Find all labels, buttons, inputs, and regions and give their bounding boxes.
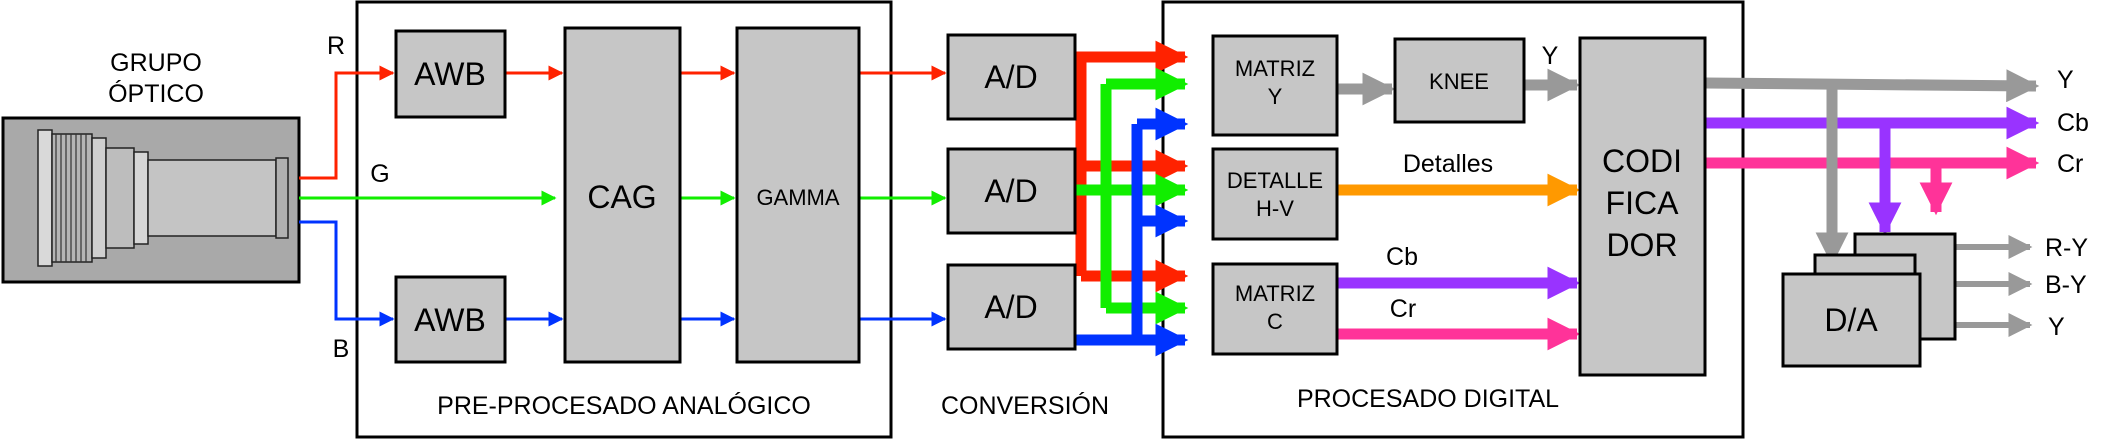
ad-b-block [946,263,1077,351]
ad-r-block [946,33,1077,121]
awb-b-block [394,275,507,364]
matriz-y-label-line2: Y [1268,84,1283,109]
awb-r-label: AWB [414,56,486,92]
ad-b-label: A/D [984,289,1037,325]
matriz-y-label-line1: MATRIZ [1235,56,1315,81]
output-y-label: Y [2057,66,2074,94]
ad-r-label: A/D [984,59,1037,95]
digital-section-label: PROCESADO DIGITAL [1297,385,1559,413]
detalle-block [1211,147,1339,241]
da-y-label: Y [2048,313,2065,341]
detalles-signal-label: Detalles [1403,150,1493,178]
ad-g-label: A/D [984,173,1037,209]
preprocess-section-label: PRE-PROCESADO ANALÓGICO [437,391,811,420]
matriz-c-label-line1: MATRIZ [1235,281,1315,306]
knee-label: KNEE [1429,69,1489,94]
green-digital-bus [1075,67,1189,325]
cag-label: CAG [587,179,656,215]
codificador-label-line2: FICA [1606,185,1680,221]
channel-label-g: G [370,160,389,188]
output-y-line [1704,69,2040,103]
da-by-label: B-Y [2045,271,2087,299]
camera-lens-image [1,116,301,284]
output-cb-label: Cb [2057,109,2089,137]
codificador-block [1578,36,1707,377]
red-digital-bus [1075,40,1189,293]
knee-block [1393,37,1526,124]
matriz-c-label-line2: C [1267,309,1283,334]
da-block-front [1781,272,1922,368]
da-ry-label: R-Y [2045,234,2088,262]
blue-digital-bus [1075,107,1189,357]
cag-block [563,26,682,364]
optical-group-label-line1: GRUPO [110,49,202,77]
gamma-label: GAMMA [756,185,839,210]
awb-r-block [394,29,507,119]
channel-label-b: B [333,335,350,363]
cb-signal-label: Cb [1386,243,1418,271]
codificador-label-line1: CODI [1602,143,1682,179]
detalle-label-line1: DETALLE [1227,168,1323,193]
optical-group-label-line2: ÓPTICO [108,79,204,108]
da-label: D/A [1824,302,1878,338]
matriz-y-block [1211,34,1339,137]
cr-signal-label: Cr [1390,295,1416,323]
blue-channel-line [299,220,395,327]
channel-label-r: R [327,32,345,60]
gamma-block [735,26,861,364]
preprocess-frame [355,0,893,439]
red-channel-line [299,65,395,180]
conversion-section-label: CONVERSIÓN [941,391,1109,420]
detalle-label-line2: H-V [1256,196,1294,221]
knee-y-signal-label: Y [1542,42,1559,70]
ad-g-block [946,147,1077,235]
matriz-c-block [1211,262,1339,356]
output-cr-label: Cr [2057,150,2083,178]
awb-b-label: AWB [414,302,486,338]
codificador-label-line3: DOR [1606,227,1677,263]
